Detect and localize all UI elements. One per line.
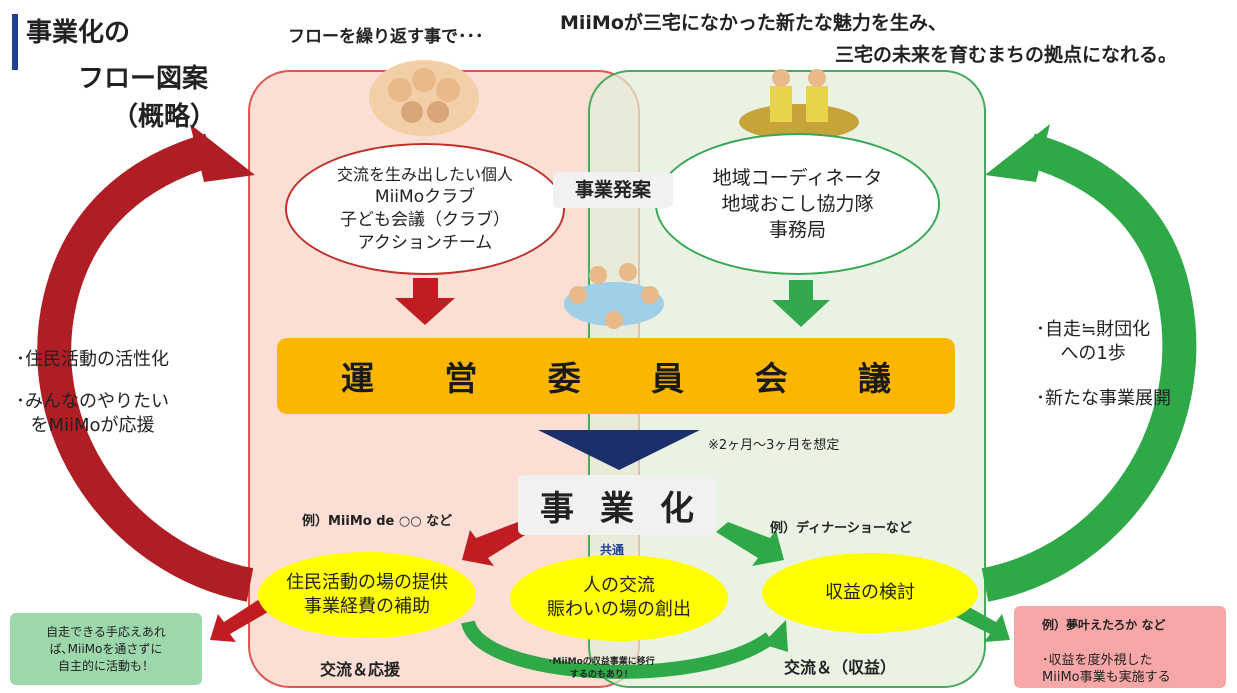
panel-left-label: 交流＆応援	[320, 660, 401, 679]
left-participants-ellipse: 交流を生み出したい個人 MiiMoクラブ 子ども会議（クラブ） アクションチーム	[285, 143, 565, 275]
pink-box-body: ･収益を度外視した MiiMo事業も実施する	[1042, 652, 1171, 686]
down-arrow-red	[395, 278, 455, 325]
title-line1: 事業化の	[26, 18, 131, 48]
green-box-line1: 自走できる手応えあれ	[46, 624, 166, 639]
migrate-note: ･MiiMoの収益事業に移行 するのもあり！	[548, 656, 655, 682]
committee-char-3: 委	[547, 359, 581, 398]
side-right-line3: ･新たな事業展開	[1036, 388, 1171, 409]
right-loop-arrow	[981, 133, 1197, 602]
side-left-line1: ･住民活動の活性化	[16, 349, 169, 370]
right-coordinators-ellipse: 地域コーディネータ 地域おこし協力隊 事務局	[655, 133, 940, 275]
left-loop-arrowhead	[190, 124, 255, 182]
yellow-right-line1: 収益の検討	[825, 582, 915, 603]
example-right: 例）ディナーショーなど	[770, 521, 912, 536]
yellow-left-line1: 住民活動の場の提供	[286, 572, 448, 593]
side-right-line1: ･自走≒財団化	[1036, 319, 1151, 340]
committee-char-6: 議	[857, 359, 891, 398]
committee-char-1: 運	[341, 359, 374, 398]
side-right-line2: への1歩	[1060, 343, 1126, 364]
committee-char-5: 会	[754, 359, 788, 398]
left-circle-line2: MiiMoクラブ	[374, 186, 476, 207]
business-label: 事 業 化	[518, 475, 716, 535]
meeting-illustration-icon	[564, 263, 664, 329]
exchange-ellipse: 人の交流 賑わいの場の創出	[510, 555, 728, 641]
navy-chevron	[538, 430, 700, 470]
self-run-box: 自走できる手応えあれ ば､MiiMoを通さずに 自主的に活動も！	[10, 613, 202, 685]
side-left-line2: ･みんなのやりたい	[16, 391, 169, 412]
bottom-curve-arrow	[461, 619, 775, 679]
committee-char-2: 営	[444, 359, 478, 398]
bottom-curve-arrowhead	[762, 620, 788, 652]
diag-arrow-red	[462, 522, 530, 566]
migrate-note-line1: ･MiiMoの収益事業に移行	[548, 657, 655, 667]
arrow-to-green-box	[210, 600, 268, 642]
panel-right-label: 交流＆（収益）	[784, 658, 897, 677]
down-arrow-green	[772, 280, 830, 327]
activity-support-ellipse: 住民活動の場の提供 事業経費の補助	[258, 552, 476, 638]
title-accent-bar	[12, 14, 18, 70]
top-message-line1: MiiMoが三宅になかった新たな魅力を生み、	[560, 12, 947, 34]
top-message-line2: 三宅の未来を育むまちの拠点になれる。	[835, 44, 1178, 66]
business-char-1: 事	[540, 488, 574, 529]
green-box-line2: ば､MiiMoを通さずに	[49, 641, 163, 656]
title-line2: フロー図案	[78, 64, 209, 94]
left-circle-line1: 交流を生み出したい個人	[336, 164, 513, 184]
side-left-line3: をMiiMoが応援	[30, 415, 155, 436]
proposal-label: 事業発案	[553, 172, 673, 208]
crowd-illustration-icon	[369, 60, 479, 136]
side-right-block: ･自走≒財団化 への1歩	[1036, 318, 1150, 366]
green-box-line3: 自主的に活動も！	[57, 658, 154, 673]
pink-box-line2: MiiMo事業も実施する	[1042, 670, 1171, 685]
common-label: 共通	[600, 543, 625, 557]
migrate-note-line2: するのもあり！	[569, 670, 633, 680]
example-left: 例）MiiMo de ○○ など	[302, 514, 453, 529]
flow-repeat-note: フローを繰り返す事で･･･	[288, 27, 484, 47]
title-line3: （概略）	[112, 102, 217, 132]
duration-note: ※2ヶ月～3ヶ月を想定	[708, 438, 840, 453]
left-circle-line4: アクションチーム	[357, 232, 493, 253]
committee-bar: 運 営 委 員 会 議	[277, 338, 955, 414]
left-loop-arrow	[37, 133, 254, 602]
committee-char-4: 員	[651, 359, 685, 398]
coordinators-illustration-icon	[739, 69, 859, 140]
business-char-2: 業	[600, 488, 634, 529]
right-loop-arrowhead	[985, 124, 1050, 182]
yellow-center-line2: 賑わいの場の創出	[547, 599, 691, 620]
business-char-3: 化	[660, 488, 694, 529]
right-circle-line2: 地域おこし協力隊	[721, 193, 874, 215]
pink-box-line1: ･収益を度外視した	[1042, 653, 1153, 668]
yellow-center-line1: 人の交流	[583, 575, 655, 596]
revenue-ellipse: 収益の検討	[762, 553, 978, 633]
yellow-left-line2: 事業経費の補助	[304, 596, 430, 617]
pink-box-header: 例）夢叶えたろか など	[1042, 618, 1166, 632]
right-circle-line3: 事務局	[768, 219, 826, 241]
right-circle-line1: 地域コーディネータ	[712, 167, 883, 189]
example-dream-box: 例）夢叶えたろか など ･収益を度外視した MiiMo事業も実施する	[1014, 606, 1226, 688]
left-circle-line3: 子ども会議（クラブ）	[340, 209, 510, 230]
side-left-block: ･みんなのやりたい をMiiMoが応援	[16, 390, 169, 438]
diag-arrow-green	[716, 522, 784, 566]
